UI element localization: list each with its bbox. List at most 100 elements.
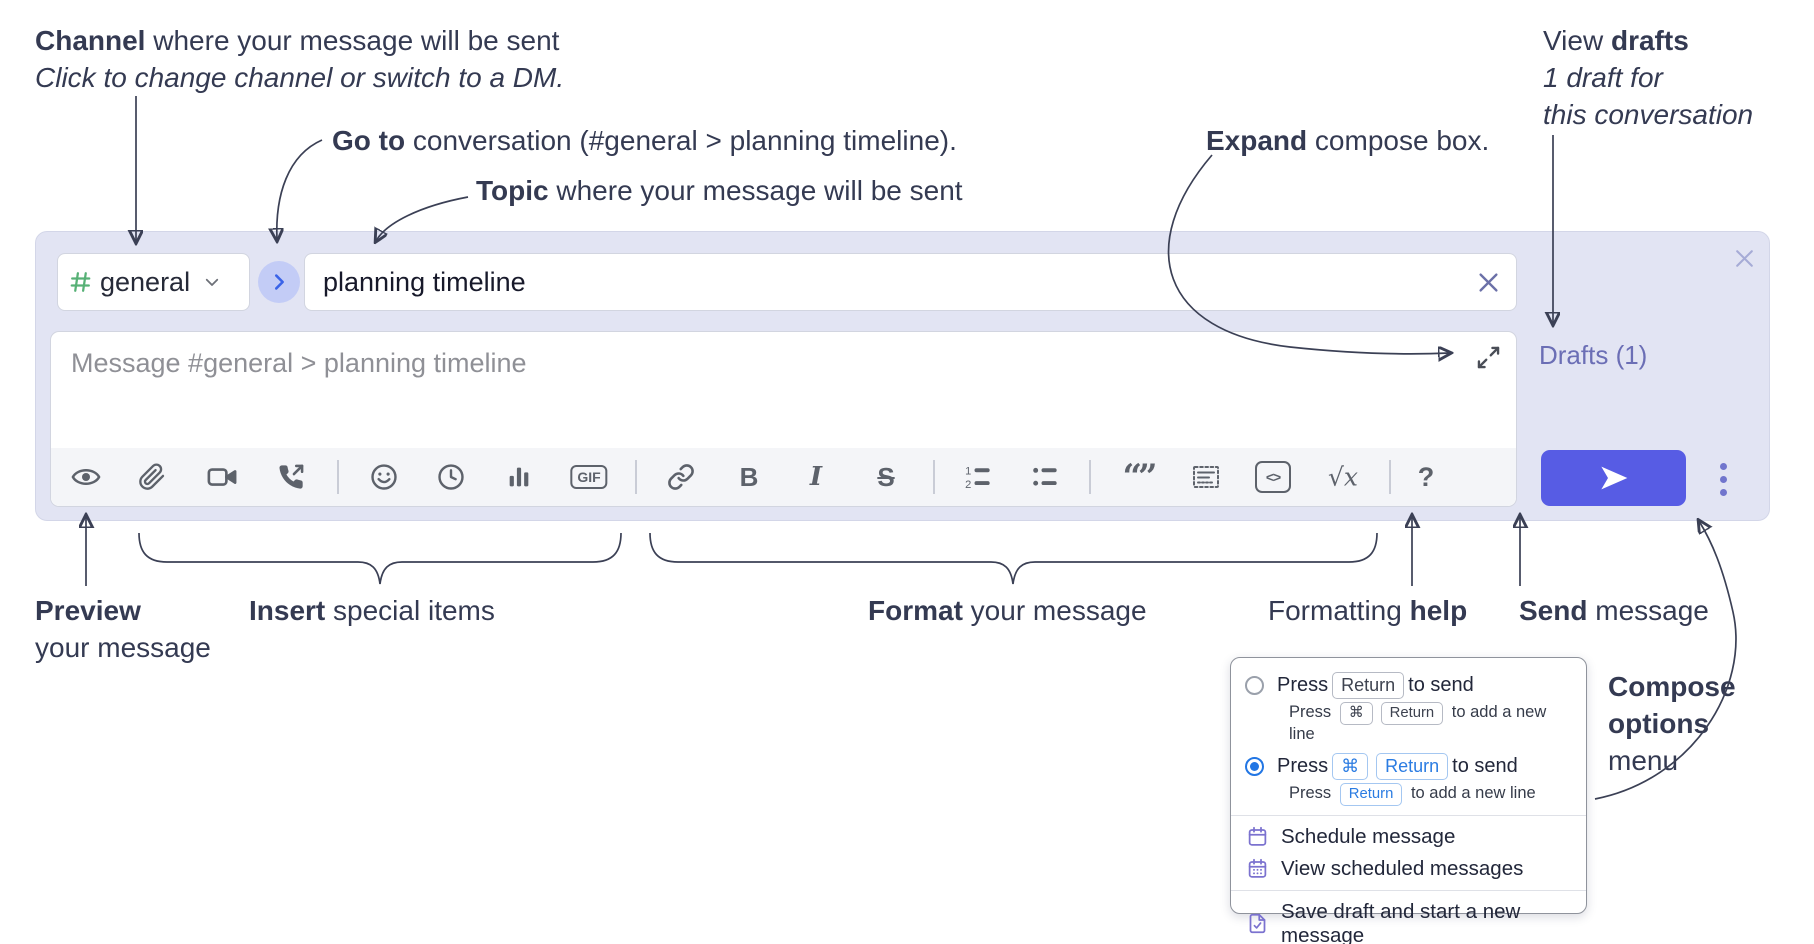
close-icon	[1479, 273, 1498, 292]
annotation-send-rest: message	[1587, 595, 1709, 626]
code-label: <>	[1255, 461, 1291, 493]
menu-divider	[1231, 814, 1586, 816]
link-icon[interactable]	[667, 463, 695, 491]
option1-sub-pre: Press	[1289, 703, 1332, 722]
document-check-icon	[1249, 914, 1266, 934]
annotation-help: Formatting help	[1268, 592, 1467, 629]
help-label: ?	[1417, 462, 1435, 492]
svg-text:1: 1	[965, 466, 971, 478]
annotation-send: Send message	[1519, 592, 1709, 629]
annotation-compose-options-bold1: Compose	[1608, 671, 1736, 702]
gif-label: GIF	[570, 465, 608, 489]
annotation-topic-bold: Topic	[476, 175, 549, 206]
annotation-preview-line2: your message	[35, 632, 211, 663]
annotation-format-rest: your message	[962, 595, 1147, 626]
help-question-icon[interactable]: ?	[1417, 462, 1435, 492]
annotation-drafts-line2: 1 draft for	[1543, 62, 1663, 93]
italic-icon[interactable]: I	[810, 464, 822, 490]
toolbar-divider	[933, 460, 935, 494]
quote-icon[interactable]: “”	[1122, 460, 1157, 494]
compose-options-button[interactable]	[1714, 456, 1732, 502]
channel-name: general	[100, 266, 191, 297]
topic-clear-button[interactable]	[1475, 269, 1502, 296]
menu-item-view-scheduled[interactable]: View scheduled messages	[1247, 857, 1570, 881]
italic-label: I	[809, 462, 823, 492]
radio-unchecked-icon[interactable]	[1245, 676, 1264, 696]
option2-sub-post: to add a new line	[1410, 784, 1536, 803]
annotation-send-bold: Send	[1519, 595, 1588, 626]
menu-divider	[1231, 889, 1586, 891]
message-panel: Message #general > planning timeline	[50, 331, 1517, 507]
math-icon[interactable]: √x	[1328, 465, 1358, 490]
expand-compose-button[interactable]	[1475, 344, 1502, 371]
spoiler-icon[interactable]	[1190, 462, 1222, 492]
toolbar-divider	[337, 460, 339, 494]
paper-plane-icon	[1600, 466, 1627, 490]
drafts-link[interactable]: Drafts (1)	[1539, 340, 1648, 370]
topic-input[interactable]: planning timeline	[304, 253, 1517, 311]
compose-options-menu: Press Return to send Press ⌘Return to ad…	[1230, 657, 1587, 944]
annotation-compose-options-bold2: options	[1608, 708, 1710, 739]
annotation-insert-bold: Insert	[249, 595, 326, 626]
menu-item-save-draft[interactable]: Save draft and start a new message	[1247, 900, 1570, 944]
chevron-down-icon	[205, 278, 219, 286]
option2-post: to send	[1452, 755, 1518, 778]
attach-paperclip-icon[interactable]	[138, 463, 166, 491]
annotation-insert: Insert special items	[249, 592, 495, 629]
message-placeholder: Message #general > planning timeline	[71, 348, 527, 378]
annotation-topic: Topic where your message will be sent	[476, 172, 963, 209]
annotation-expand-rest: compose box.	[1307, 125, 1490, 156]
strikethrough-icon[interactable]: S	[877, 464, 894, 490]
brace-insert	[138, 532, 622, 585]
annotation-drafts: View drafts 1 draft for this conversatio…	[1543, 22, 1753, 133]
key-return: Return	[1332, 672, 1405, 700]
bulleted-list-icon[interactable]	[1030, 463, 1060, 491]
annotation-format: Format your message	[868, 592, 1147, 629]
menu-item-label: View scheduled messages	[1281, 856, 1524, 880]
calendar-icon	[1248, 827, 1267, 847]
gif-icon[interactable]: GIF	[570, 465, 608, 489]
toolbar-divider	[635, 460, 637, 494]
poll-bars-icon[interactable]	[505, 463, 533, 491]
option1-pre: Press	[1277, 674, 1329, 697]
channel-hash-icon	[70, 272, 91, 292]
key-cmd: ⌘	[1332, 752, 1369, 781]
code-icon[interactable]: <>	[1255, 461, 1291, 493]
option-cmd-return-to-send[interactable]: Press ⌘Return to send	[1245, 752, 1572, 781]
emoji-smiley-icon[interactable]	[370, 463, 399, 492]
annotation-expand-bold: Expand	[1206, 125, 1308, 156]
radio-checked-icon[interactable]	[1245, 757, 1264, 777]
go-to-conversation-button[interactable]	[258, 261, 300, 303]
annotation-goto: Go to conversation (#general > planning …	[332, 122, 957, 159]
annotation-preview: Preview your message	[35, 592, 211, 666]
key-return: Return	[1380, 702, 1444, 725]
menu-item-label: Schedule message	[1281, 824, 1456, 848]
toolbar-divider	[1089, 460, 1091, 494]
annotation-channel-line2: Click to change channel or switch to a D…	[35, 62, 565, 93]
time-clock-icon[interactable]	[437, 463, 466, 492]
calendar-grid-icon	[1248, 859, 1267, 879]
option2-sub-pre: Press	[1289, 784, 1332, 803]
annotation-compose-options: Compose options menu	[1608, 668, 1736, 779]
annotation-help-bold: help	[1409, 595, 1468, 626]
send-button[interactable]	[1541, 450, 1686, 506]
message-input[interactable]: Message #general > planning timeline	[51, 332, 1516, 448]
chevron-right-icon	[274, 274, 284, 290]
preview-eye-icon[interactable]	[71, 462, 101, 492]
connector-goto	[277, 139, 323, 240]
menu-item-schedule-message[interactable]: Schedule message	[1247, 825, 1570, 849]
compose-close-button[interactable]	[1732, 246, 1757, 271]
key-cmd: ⌘	[1339, 702, 1373, 725]
annotation-channel: Channel where your message will be sent …	[35, 22, 564, 96]
strikethrough-label: S	[877, 462, 895, 492]
audio-call-icon[interactable]	[277, 463, 305, 491]
option1-post: to send	[1408, 674, 1474, 697]
channel-selector[interactable]: general	[57, 253, 250, 311]
video-call-icon[interactable]	[207, 462, 237, 492]
topic-value: planning timeline	[323, 266, 526, 297]
bold-icon[interactable]: B	[740, 464, 759, 490]
vertical-ellipsis-icon	[1719, 462, 1727, 470]
option-return-to-send[interactable]: Press Return to send	[1245, 672, 1572, 700]
